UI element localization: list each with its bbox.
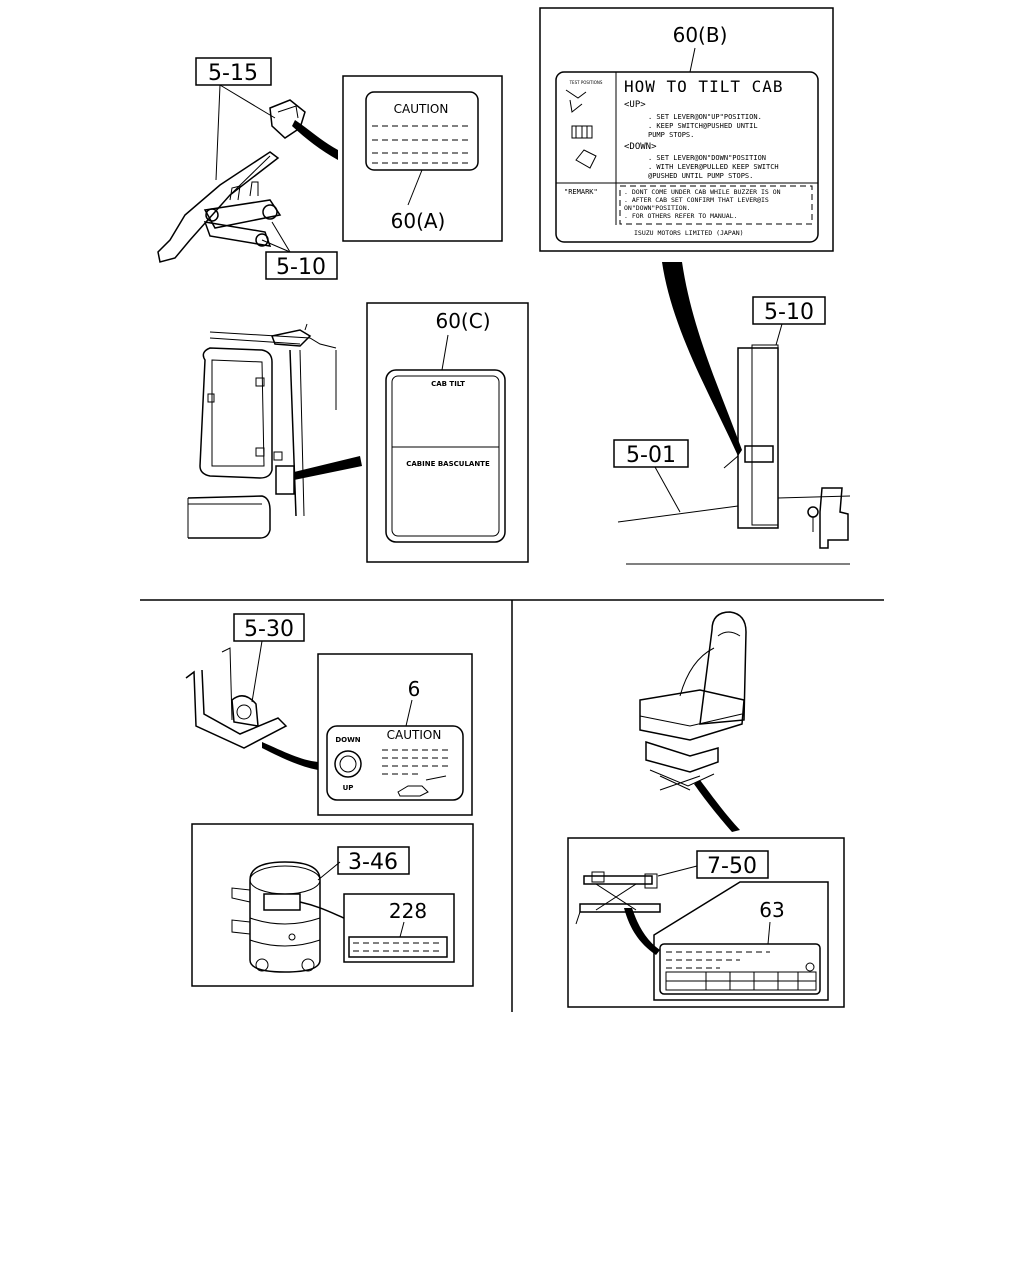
callout-5-01: 5-01 <box>626 443 676 468</box>
pump-motor-panel: 3-46 228 <box>191 823 474 987</box>
callout-7-50: 7-50 <box>707 854 757 879</box>
label-60b-up-heading: <UP> <box>624 100 646 110</box>
callout-box-3-46 <box>337 846 410 875</box>
label-60b-remark-label: "REMARK" <box>564 188 598 196</box>
label-6-down: DOWN <box>335 736 360 744</box>
callout-5-10-left: 5-10 <box>276 255 326 280</box>
label-60b-down-heading: <DOWN> <box>624 142 657 152</box>
cab-tilt-pump-drawing: 5-10 5-01 <box>613 262 851 565</box>
callout-box-5-01 <box>613 439 689 468</box>
label-60b-down-line-2: . WITH LEVER@PULLED KEEP SWITCH <box>648 163 779 171</box>
label-60c-top: CAB TILT <box>431 380 465 388</box>
label-60a-heading: CAUTION <box>394 102 449 116</box>
label-60b-title: HOW TO TILT CAB <box>624 77 784 96</box>
callout-6: 6 <box>408 677 421 701</box>
tilt-switch-icon <box>334 750 362 778</box>
callout-60a: 60(A) <box>391 209 446 233</box>
label-60b-up-line-2: . KEEP SWITCH@PUSHED UNTIL <box>648 122 758 130</box>
label-60b-remark-line-4: . FOR OTHERS REFER TO MANUAL. <box>624 212 738 220</box>
callout-60b: 60(B) <box>673 23 728 47</box>
label-60b-remark-line-1: . DONT COME UNDER CAB WHILE BUZZER IS ON <box>624 188 781 196</box>
label-60b-down-line-3: @PUSHED UNTIL PUMP STOPS. <box>648 172 753 180</box>
label-60b-up-line-1: . SET LEVER@ON"UP"POSITION. <box>648 113 762 121</box>
label-6-heading: CAUTION <box>387 728 442 742</box>
callout-box-5-30 <box>233 613 305 642</box>
callout-5-10-right: 5-10 <box>764 300 814 325</box>
callout-box-5-10-right <box>752 296 826 325</box>
seat-slide-panel: 7-50 63 <box>567 837 845 1008</box>
label-60c-bottom: CABINE BASCULANTE <box>406 460 490 468</box>
callout-box-5-10-left <box>265 251 338 280</box>
cab-side-drawing <box>187 323 362 539</box>
lever-assembly-drawing: 5-15 5-10 <box>157 57 338 280</box>
label-60b-remark-line-3: ON"DOWN"POSITION. <box>624 204 691 212</box>
label-60b-maker: ISUZU MOTORS LIMITED (JAPAN) <box>634 229 744 237</box>
callout-60c: 60(C) <box>435 309 490 333</box>
label-60a-panel: CAUTION 60(A) <box>342 75 503 242</box>
label-60b-down-line-1: . SET LEVER@ON"DOWN"POSITION <box>648 154 766 162</box>
callout-5-30: 5-30 <box>244 617 294 642</box>
seat-drawing <box>639 611 747 832</box>
svg-text:TEST POSITIONS: TEST POSITIONS <box>569 80 603 85</box>
label-60b-panel: 60(B) TEST POSITIONS HOW TO TILT CAB <UP… <box>539 7 834 252</box>
label-60c-panel: 60(C) CAB TILT CABINE BASCULANTE <box>366 302 529 563</box>
callout-3-46: 3-46 <box>348 850 398 875</box>
label-6-up: UP <box>343 784 354 792</box>
label-60b-remark-line-2: . AFTER CAB SET CONFIRM THAT LEVER@IS <box>624 196 769 204</box>
callout-63: 63 <box>759 898 784 922</box>
label-60b-up-line-3: PUMP STOPS. <box>648 131 694 139</box>
callout-box-7-50 <box>696 850 769 879</box>
callout-box-5-15 <box>195 57 272 86</box>
callout-228: 228 <box>389 899 427 923</box>
callout-5-15: 5-15 <box>208 61 258 86</box>
bracket-drawing: 5-30 <box>185 613 318 770</box>
label-6-panel: 6 DOWN UP CAUTION <box>317 653 473 816</box>
